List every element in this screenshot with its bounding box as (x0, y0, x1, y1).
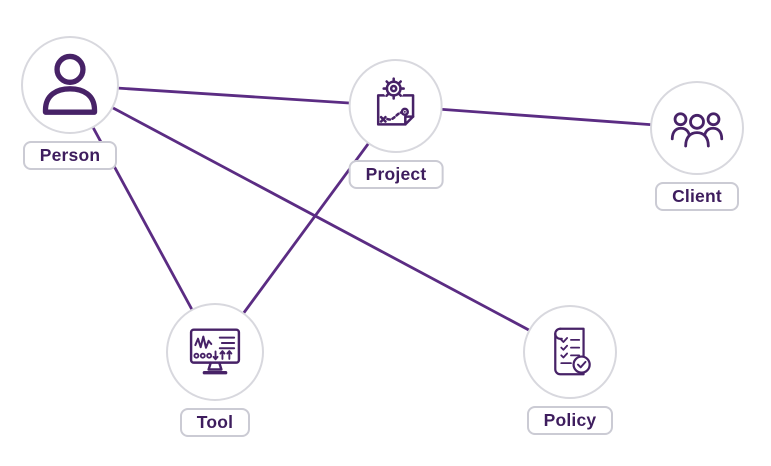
client-group-icon (670, 112, 724, 148)
node-person: Person (21, 36, 119, 170)
client-node-label: Client (655, 182, 739, 211)
node-client: Client (650, 81, 744, 211)
person-icon (42, 53, 98, 115)
tool-monitor-icon (189, 328, 241, 375)
policy-scroll-icon (554, 327, 591, 376)
edge-person-policy (69, 83, 571, 354)
project-node-circle (348, 59, 443, 153)
person-node-circle (21, 36, 119, 134)
client-node-circle (650, 81, 744, 175)
tool-node-circle (166, 303, 264, 401)
node-project: Project (348, 59, 444, 189)
project-plan-icon (377, 77, 415, 126)
policy-node-circle (523, 305, 617, 399)
person-node-label: Person (22, 141, 118, 170)
tool-node-label: Tool (179, 408, 251, 437)
policy-node-label: Policy (526, 406, 614, 435)
node-tool: Tool (166, 303, 264, 437)
project-node-label: Project (348, 160, 444, 189)
node-policy: Policy (523, 305, 617, 435)
